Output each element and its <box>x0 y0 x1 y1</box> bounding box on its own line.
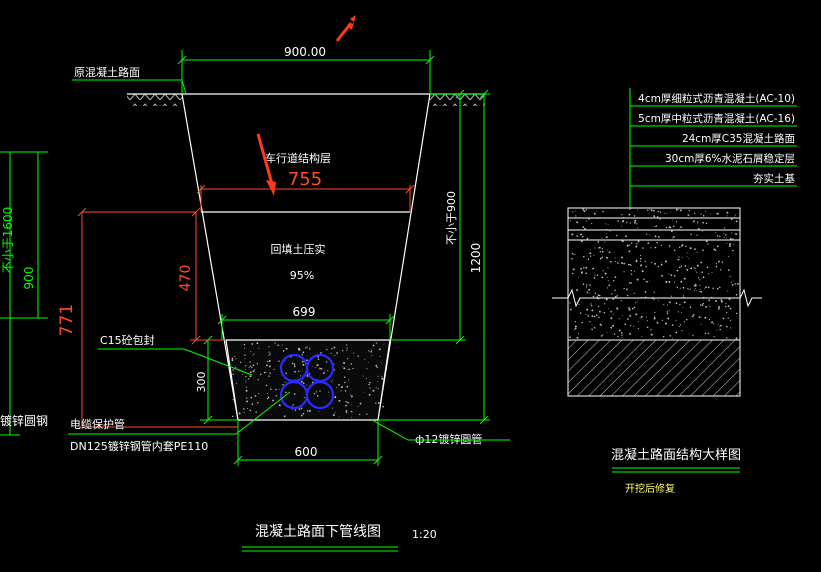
trench-section: 900.00 755 车行道结构层 回填土压实 95% 470 771 699 <box>57 45 490 466</box>
backfill-pct: 95% <box>290 269 314 282</box>
detail-layer-ac16 <box>567 217 741 231</box>
detail-layer-label-4: 30cm厚6%水泥石屑稳定层 <box>665 152 795 165</box>
detail-layer-label-1: 4cm厚细粒式沥青混凝土(AC-10) <box>638 92 795 105</box>
detail-layer-label-2: 5cm厚中粒式沥青混凝土(AC-16) <box>638 112 795 125</box>
detail-layer-c35 <box>567 229 741 241</box>
left-dim-1600: 不小于1600 <box>1 207 15 274</box>
detail-layer-subgrade <box>567 339 741 397</box>
red-arrow-mid <box>256 133 274 185</box>
label-dn125: DN125镀锌钢管内套PE110 <box>70 439 208 453</box>
dim-755: 755 <box>288 169 322 190</box>
label-original-road: 原混凝土路面 <box>74 65 140 79</box>
main-scale: 1:20 <box>412 528 437 541</box>
backfill-label: 回填土压实 <box>271 242 326 256</box>
detail-title: 混凝土路面结构大样图 <box>611 447 741 463</box>
detail-drawing: 4cm厚细粒式沥青混凝土(AC-10) 5cm厚中粒式沥青混凝土(AC-16) 24… <box>552 88 797 495</box>
dim-771: 771 <box>57 304 77 336</box>
layer-label: 车行道结构层 <box>265 151 331 165</box>
red-arrows <box>256 15 356 196</box>
dim-900-min: 不小于900 <box>445 191 458 245</box>
dim-470: 470 <box>178 265 194 292</box>
label-cable-protect: 电缆保护管 <box>70 417 125 431</box>
dim-699: 699 <box>293 305 316 319</box>
main-title-block: 混凝土路面下管线图 1:20 <box>242 524 437 552</box>
ground-hatch-left <box>127 94 182 106</box>
label-phi12: ф12镀锌圆管 <box>415 432 482 446</box>
dim-1200: 1200 <box>469 243 483 274</box>
red-arrow-top <box>336 15 356 42</box>
dim-top-width: 900.00 <box>284 45 326 59</box>
detail-subtitle: 开挖后修复 <box>625 482 675 495</box>
detail-layer-label-3: 24cm厚C35混凝土路面 <box>682 132 795 145</box>
annotations: 原混凝土路面 C15砼包封 电缆保护管 DN125镀锌钢管内套PE110 ф12… <box>68 65 510 453</box>
detail-stipple <box>569 208 739 340</box>
main-title: 混凝土路面下管线图 <box>255 524 381 540</box>
label-c15: C15砼包封 <box>100 333 155 347</box>
left-dim-900: 900 <box>22 267 36 290</box>
left-cut-label: 镀锌圆钢 <box>0 414 48 428</box>
left-partial-drawing: 不小于1600 900 镀锌圆钢 <box>0 151 48 436</box>
dim-300: 300 <box>195 372 208 393</box>
ground-hatch-right <box>430 94 485 106</box>
trench-left-wall <box>181 93 239 421</box>
dim-600: 600 <box>295 445 318 459</box>
detail-break-line <box>552 288 762 308</box>
detail-layer-label-5: 夯实土基 <box>753 172 795 185</box>
pipe-4 <box>305 380 335 410</box>
